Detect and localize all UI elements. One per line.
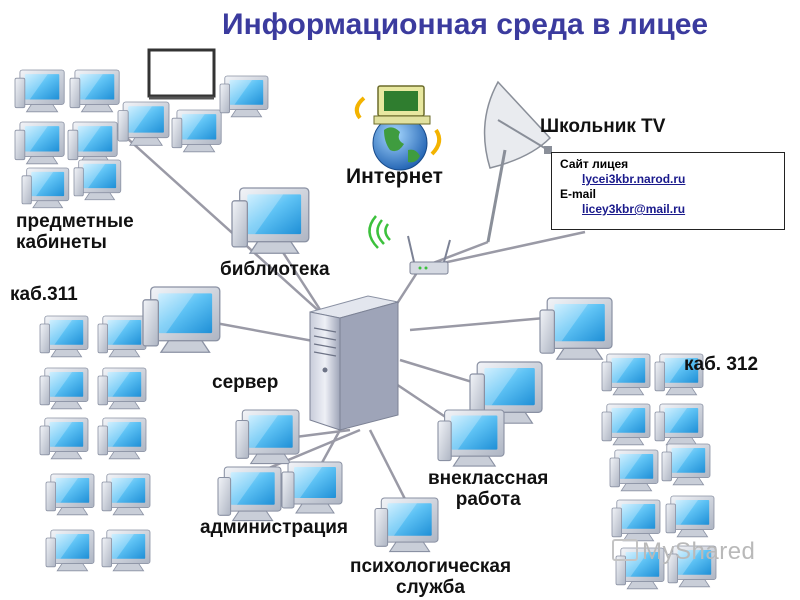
- room-312-label: каб. 312: [684, 354, 759, 375]
- computer-icon: [281, 461, 343, 514]
- subject-rooms-label: предметные кабинеты: [16, 211, 134, 253]
- device-layer: [14, 48, 717, 590]
- satellite-dish-icon: [483, 80, 552, 243]
- school-tv-label: Школьник TV: [540, 116, 666, 137]
- email-label: E-mail: [560, 187, 597, 201]
- wifi-signal-icon: [368, 215, 391, 249]
- library-label: библиотека: [220, 259, 330, 280]
- computer-icon: [231, 187, 310, 254]
- computer-icon: [609, 449, 659, 492]
- computer-icon: [39, 315, 89, 358]
- psychology-text: психологическая служба: [350, 556, 512, 598]
- globe-icon: [354, 96, 442, 171]
- room-311-label: каб.311: [10, 284, 78, 305]
- server-label: сервер: [212, 372, 279, 393]
- watermark: MyShared: [612, 538, 755, 566]
- computer-icon: [171, 109, 222, 153]
- network-link: [117, 129, 341, 331]
- computer-icon: [73, 159, 122, 201]
- site-link[interactable]: lycei3kbr.narod.ru: [582, 172, 686, 186]
- watermark-text: MyShared: [642, 538, 756, 565]
- network-link: [409, 316, 546, 332]
- administration-label: администрация: [200, 517, 349, 538]
- computer-icon: [601, 403, 651, 446]
- computer-icon: [611, 499, 661, 542]
- computer-icon: [601, 353, 651, 396]
- computer-icon: [217, 466, 282, 522]
- computer-icon: [14, 121, 65, 165]
- computer-icon: [539, 297, 613, 360]
- computer-icon: [97, 367, 147, 410]
- presentation-icon: [612, 539, 638, 561]
- computer-icon: [235, 409, 300, 465]
- computer-icon: [39, 417, 89, 460]
- server-tower-icon: [309, 295, 399, 431]
- psychology-label: психологическая служба: [350, 556, 511, 598]
- computer-icon: [45, 473, 95, 516]
- computer-icon: [665, 495, 715, 538]
- email-link[interactable]: licey3kbr@mail.ru: [582, 202, 686, 216]
- internet-label: Интернет: [346, 165, 443, 188]
- computer-icon: [219, 75, 269, 118]
- computer-icon: [45, 529, 95, 572]
- site-label: Сайт лицея: [560, 157, 629, 171]
- extracurricular-label: внеклассная работа: [428, 468, 548, 510]
- lyceum-info-box: Сайт лицея lycei3kbr.narod.ru E-mail lic…: [551, 152, 785, 230]
- page-title: Информационная среда в лицее: [222, 8, 709, 41]
- computer-icon: [117, 101, 170, 146]
- computer-icon: [661, 443, 711, 486]
- subject-rooms-text: предметные кабинеты: [16, 211, 134, 253]
- computer-icon: [654, 403, 704, 446]
- computer-icon: [21, 167, 70, 209]
- extracurricular-text: внеклассная работа: [428, 468, 549, 510]
- computer-icon: [101, 473, 151, 516]
- router-icon: [407, 235, 451, 275]
- computer-icon: [437, 409, 505, 467]
- network-link: [368, 429, 410, 506]
- computer-icon: [67, 121, 118, 165]
- computer-icon: [14, 69, 65, 113]
- computer-icon: [97, 315, 147, 358]
- computer-icon: [142, 286, 221, 353]
- internet-computer-icon: [373, 85, 431, 125]
- computer-icon: [39, 367, 89, 410]
- computer-icon: [97, 417, 147, 460]
- whiteboard-icon: [147, 48, 216, 100]
- computer-icon: [101, 529, 151, 572]
- computer-icon: [69, 69, 120, 113]
